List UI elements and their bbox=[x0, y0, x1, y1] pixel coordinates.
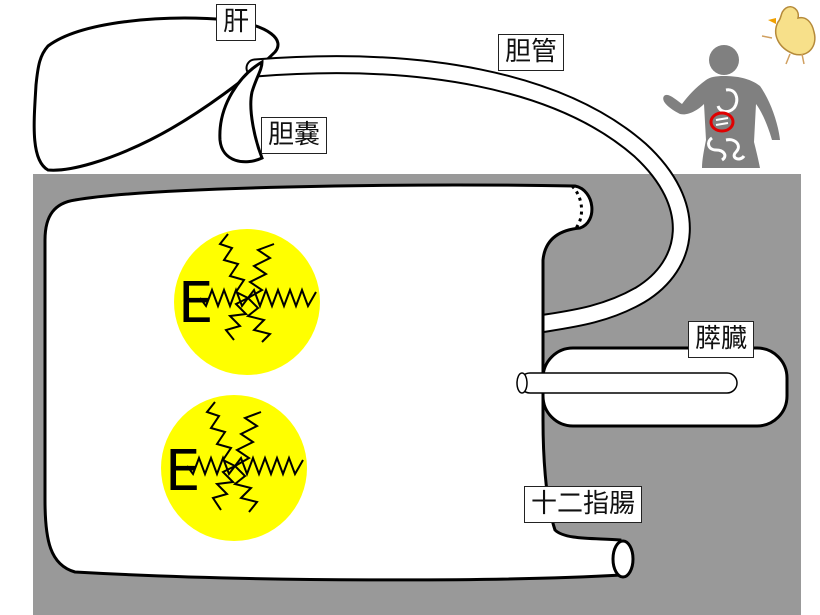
fatty-acid-chain bbox=[211, 465, 236, 511]
fat-droplet-2: E bbox=[161, 395, 307, 541]
fat-glycerol-letter: E bbox=[165, 439, 200, 504]
fat-droplet-1: E bbox=[174, 229, 320, 375]
pancreas-label: 膵臓 bbox=[688, 321, 755, 358]
fatty-acid-chain bbox=[205, 401, 236, 467]
duodenum-end-opening bbox=[611, 539, 635, 579]
pancreatic-duct-opening bbox=[516, 372, 528, 394]
fatty-acid-chain bbox=[186, 455, 236, 477]
gallbladder-label: 胆嚢 bbox=[261, 117, 328, 154]
fatty-acid-chain bbox=[247, 287, 317, 309]
pancreatic-duct bbox=[519, 372, 738, 394]
bile-duct-label: 胆管 bbox=[498, 34, 565, 71]
fatty-acid-chain bbox=[224, 297, 249, 341]
chick-icon bbox=[761, 6, 816, 65]
fatty-acid-chain bbox=[199, 287, 249, 309]
human-body-icon bbox=[663, 45, 780, 168]
fatty-acid-chain bbox=[234, 455, 304, 477]
chick-legs bbox=[785, 53, 805, 65]
body-torso bbox=[663, 76, 780, 168]
fatty-acid-chain bbox=[247, 243, 275, 299]
highlight-ring bbox=[709, 111, 735, 133]
duodenum-label: 十二指腸 bbox=[524, 486, 643, 523]
chick-foot bbox=[761, 35, 773, 39]
liver-shape bbox=[32, 16, 280, 172]
body-duodenum-mark bbox=[715, 117, 729, 126]
fatty-acid-chain bbox=[234, 411, 262, 467]
fatty-acid-chain bbox=[218, 233, 249, 299]
stomach-junction-dotted bbox=[570, 184, 583, 229]
fat-droplet-circle bbox=[174, 229, 320, 375]
body-intestine bbox=[707, 136, 746, 162]
fatty-acid-chain bbox=[232, 465, 259, 513]
body-stomach bbox=[716, 88, 739, 114]
fat-glycerol-letter: E bbox=[178, 271, 213, 336]
fatty-acid-chain bbox=[245, 297, 272, 343]
chick-body bbox=[774, 6, 816, 56]
liver-label: 肝 bbox=[216, 4, 257, 41]
bile-duct-inner bbox=[247, 57, 689, 334]
gallbladder-shape bbox=[218, 59, 264, 164]
body-head bbox=[709, 45, 739, 75]
chick-beak bbox=[768, 18, 776, 24]
